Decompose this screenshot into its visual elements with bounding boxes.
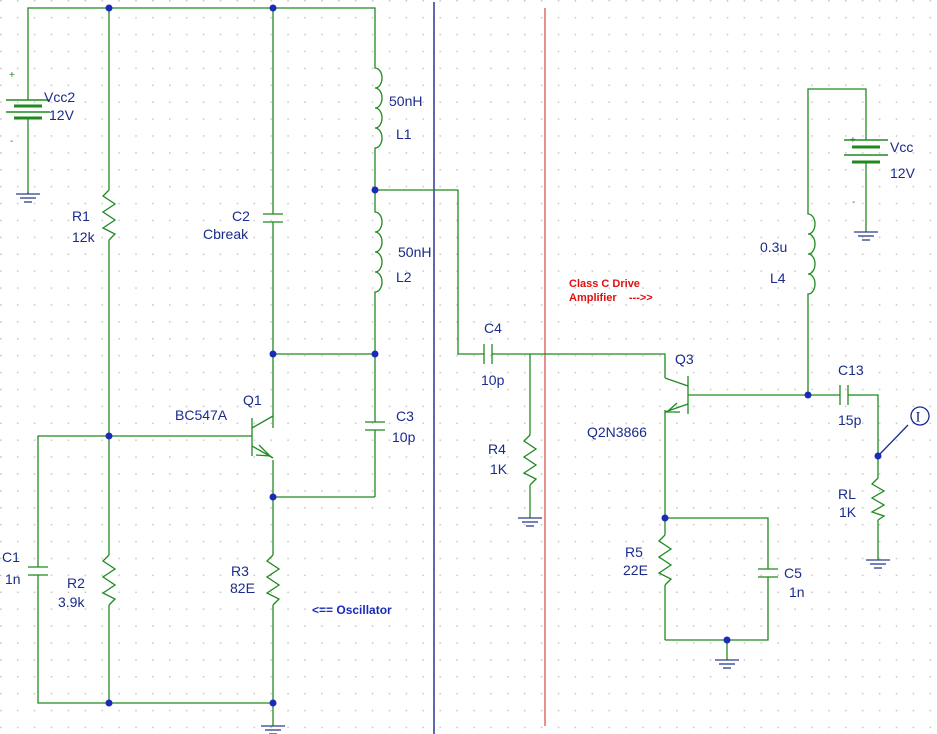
r1-name: R1 bbox=[72, 208, 90, 224]
resistor-r5 bbox=[657, 534, 673, 586]
vcc-plus: + bbox=[850, 135, 856, 146]
r2-name: R2 bbox=[67, 575, 85, 591]
transistor-q1 bbox=[251, 415, 274, 459]
r4-value: 1K bbox=[490, 461, 508, 477]
q3-name: Q3 bbox=[675, 351, 694, 367]
capacitor-c13 bbox=[838, 385, 850, 405]
resistor-r1 bbox=[101, 189, 117, 241]
l4-name: L4 bbox=[770, 270, 786, 286]
l4-value: 0.3u bbox=[760, 239, 787, 255]
l2-value: 50nH bbox=[398, 244, 431, 260]
rl-name: RL bbox=[838, 486, 856, 502]
c2-name: C2 bbox=[232, 208, 250, 224]
q1-name: Q1 bbox=[243, 392, 262, 408]
c1-value: 1n bbox=[5, 571, 21, 587]
q3-model: Q2N3866 bbox=[587, 424, 647, 440]
transistor-q3 bbox=[664, 376, 689, 414]
c4-value: 10p bbox=[481, 372, 505, 388]
l1-name: L1 bbox=[396, 126, 412, 142]
vcc-value: 12V bbox=[890, 165, 916, 181]
resistor-r3 bbox=[265, 554, 281, 606]
r5-name: R5 bbox=[625, 544, 643, 560]
vcc2-minus: - bbox=[10, 136, 13, 147]
ground-osc bbox=[261, 725, 285, 734]
ground-rl bbox=[866, 559, 890, 569]
l2-name: L2 bbox=[396, 269, 412, 285]
vcc2-name: Vcc2 bbox=[44, 89, 75, 105]
battery-vcc2 bbox=[6, 82, 50, 192]
c5-name: C5 bbox=[784, 565, 802, 581]
r5-value: 22E bbox=[623, 562, 648, 578]
inductor-l4 bbox=[807, 210, 816, 300]
amplifier-wires bbox=[495, 88, 879, 660]
ground-emitter bbox=[715, 659, 739, 669]
current-probe: I bbox=[877, 406, 930, 457]
c1-name: C1 bbox=[2, 549, 20, 565]
r2-value: 3.9k bbox=[58, 594, 85, 610]
r4-name: R4 bbox=[488, 441, 506, 457]
ground-vcc2 bbox=[16, 192, 40, 203]
q1-model: BC547A bbox=[175, 407, 228, 423]
capacitor-c3 bbox=[365, 415, 385, 437]
capacitor-c1 bbox=[28, 560, 48, 582]
vcc2-plus: + bbox=[9, 70, 15, 81]
ground-r4 bbox=[518, 517, 542, 527]
resistor-r2 bbox=[101, 554, 117, 606]
resistor-r4 bbox=[522, 434, 538, 486]
vcc2-value: 12V bbox=[49, 107, 75, 123]
oscillator-wires bbox=[27, 7, 480, 726]
c3-value: 10p bbox=[392, 429, 416, 445]
c4-name: C4 bbox=[484, 320, 502, 336]
r3-name: R3 bbox=[231, 563, 249, 579]
inductor-l1 bbox=[374, 60, 383, 150]
battery-vcc bbox=[844, 139, 888, 180]
vcc-name: Vcc bbox=[890, 139, 913, 155]
oscillator-annotation: <== Oscillator bbox=[312, 603, 392, 617]
capacitor-c2 bbox=[263, 205, 283, 230]
probe-letter: I bbox=[916, 410, 921, 426]
inductor-l2 bbox=[374, 205, 383, 297]
ground-vcc bbox=[854, 231, 878, 241]
class-c-annotation-line2: Amplifier --->> bbox=[569, 292, 653, 304]
resistor-rl bbox=[870, 477, 886, 521]
r3-value: 82E bbox=[230, 580, 255, 596]
junction-nodes bbox=[105, 4, 882, 707]
l1-value: 50nH bbox=[389, 93, 422, 109]
c2-value: Cbreak bbox=[203, 226, 249, 242]
c5-value: 1n bbox=[789, 584, 805, 600]
rl-value: 1K bbox=[839, 504, 857, 520]
class-c-annotation-line1: Class C Drive bbox=[569, 278, 640, 290]
r1-value: 12k bbox=[72, 229, 96, 245]
vcc-minus: - bbox=[852, 197, 855, 208]
capacitor-c4 bbox=[480, 344, 495, 364]
c13-value: 15p bbox=[838, 412, 862, 428]
c3-name: C3 bbox=[396, 408, 414, 424]
c13-name: C13 bbox=[838, 362, 864, 378]
capacitor-c5 bbox=[758, 562, 778, 584]
